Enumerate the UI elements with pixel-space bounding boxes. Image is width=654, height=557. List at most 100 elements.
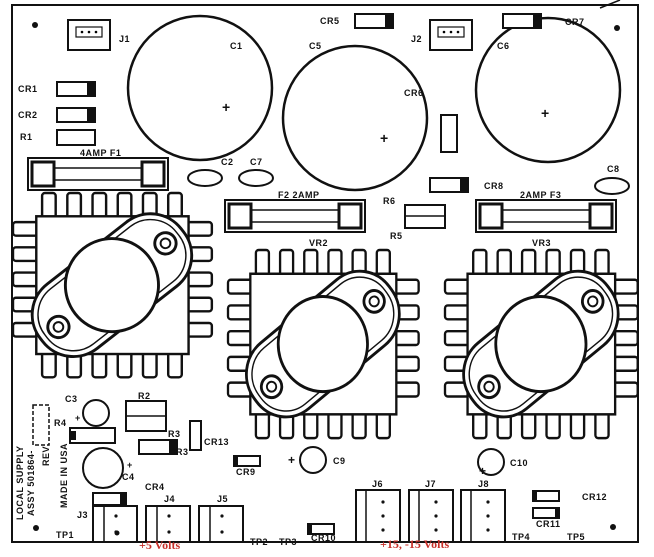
fuse-f1	[26, 156, 170, 192]
fuse-f2	[223, 198, 367, 234]
label-r5: R5	[390, 231, 403, 241]
label-f3: 2AMP F3	[520, 190, 562, 200]
label-tp1: TP1	[56, 530, 75, 540]
board-text-local-supply: LOCAL SUPPLY	[15, 445, 25, 520]
diode-cr13	[189, 420, 202, 451]
label-c2: C2	[221, 157, 234, 167]
label-cr7: CR7	[565, 17, 585, 27]
annotation-15-volts: +15, -15 Volts	[380, 537, 450, 551]
diode-cr7	[502, 13, 542, 29]
label-c4: C4	[122, 472, 135, 482]
label-c3: C3	[65, 394, 78, 404]
connector-j5	[198, 505, 244, 543]
label-j1: J1	[119, 34, 131, 44]
connector-j4	[145, 505, 191, 543]
label-j3: J3	[77, 510, 89, 520]
label-r4: R4	[54, 418, 67, 428]
label-cr9: CR9	[236, 467, 256, 477]
annotation-5-volts: +5 Volts	[139, 538, 181, 552]
label-cr12: CR12	[582, 492, 608, 502]
connector-j7	[408, 489, 454, 543]
label-cr11: CR11	[536, 519, 561, 529]
c6-polarity: +	[541, 105, 550, 121]
label-r1: R1	[20, 132, 33, 142]
label-cr3: CR3	[169, 447, 189, 457]
resistor-r1	[56, 129, 96, 146]
label-tp4: TP4	[512, 532, 531, 542]
c4-polarity: +	[127, 460, 133, 470]
resistor-r5-r6	[404, 204, 446, 229]
heatsink-vr2	[226, 248, 421, 440]
label-cr13: CR13	[204, 437, 230, 447]
label-cr5: CR5	[320, 16, 340, 26]
label-c10: C10	[510, 458, 529, 468]
capacitor-c9	[299, 446, 327, 474]
capacitor-c8	[594, 177, 630, 195]
label-j8: J8	[478, 479, 490, 489]
label-c1: C1	[230, 41, 243, 51]
label-cr10: CR10	[311, 533, 337, 543]
label-c7: C7	[250, 157, 263, 167]
label-j7: J7	[425, 479, 437, 489]
label-vr3: VR3	[532, 238, 552, 248]
c10-polarity: +	[479, 464, 487, 478]
connector-j8	[460, 489, 506, 543]
board-outline	[11, 4, 639, 543]
diode-cr2	[56, 107, 96, 123]
capacitor-c1	[126, 14, 274, 162]
board-text-assy: ASSY 501864-	[26, 450, 36, 516]
board-text-rev: REV	[41, 445, 51, 466]
label-r6: R6	[383, 196, 396, 206]
label-cr1: CR1	[18, 84, 38, 94]
label-j5: J5	[217, 494, 229, 504]
label-c5: C5	[309, 41, 322, 51]
label-f1: 4AMP F1	[80, 148, 122, 158]
label-f2: F2 2AMP	[278, 190, 320, 200]
label-cr4: CR4	[145, 482, 165, 492]
label-r3: R3	[168, 429, 181, 439]
diode-cr10	[307, 523, 335, 535]
heatsink-vr3	[443, 248, 640, 440]
capacitor-c10	[477, 448, 505, 476]
label-r2: R2	[138, 391, 151, 401]
capacitor-c7	[238, 169, 274, 187]
c1-polarity: +	[222, 99, 231, 115]
diode-cr8	[429, 177, 469, 193]
connector-j1	[67, 19, 111, 51]
diode-cr1	[56, 81, 96, 97]
diode-cr5	[354, 13, 394, 29]
label-tp5: TP5	[567, 532, 586, 542]
label-j4: J4	[164, 494, 176, 504]
rev-box	[32, 404, 50, 446]
label-vr2: VR2	[309, 238, 329, 248]
mounting-holes	[32, 22, 620, 531]
capacitor-c4	[82, 447, 124, 489]
label-j6: J6	[372, 479, 384, 489]
label-c8: C8	[607, 164, 620, 174]
resistor-r2	[125, 400, 167, 432]
label-c6: C6	[497, 41, 510, 51]
diode-cr9	[233, 455, 261, 467]
connector-j2	[429, 19, 473, 51]
diode-cr6	[440, 114, 458, 153]
resistor-r4	[69, 427, 116, 444]
c5-polarity: +	[380, 130, 389, 146]
label-cr6: CR6	[404, 88, 424, 98]
connector-j3	[92, 505, 138, 543]
label-cr8: CR8	[484, 181, 504, 191]
diode-cr11	[532, 507, 560, 519]
capacitor-c2	[187, 169, 223, 187]
capacitor-c5	[281, 44, 429, 192]
diode-cr12	[532, 490, 560, 502]
label-c9: C9	[333, 456, 346, 466]
fuse-f3	[474, 198, 618, 234]
capacitor-c3	[82, 399, 110, 427]
label-tp2: TP2	[250, 537, 269, 547]
c3-polarity: +	[75, 413, 81, 423]
label-j2: J2	[411, 34, 423, 44]
c9-polarity: +	[288, 453, 296, 467]
label-tp3: TP3	[279, 537, 298, 547]
heatsink-vr1	[11, 191, 214, 379]
